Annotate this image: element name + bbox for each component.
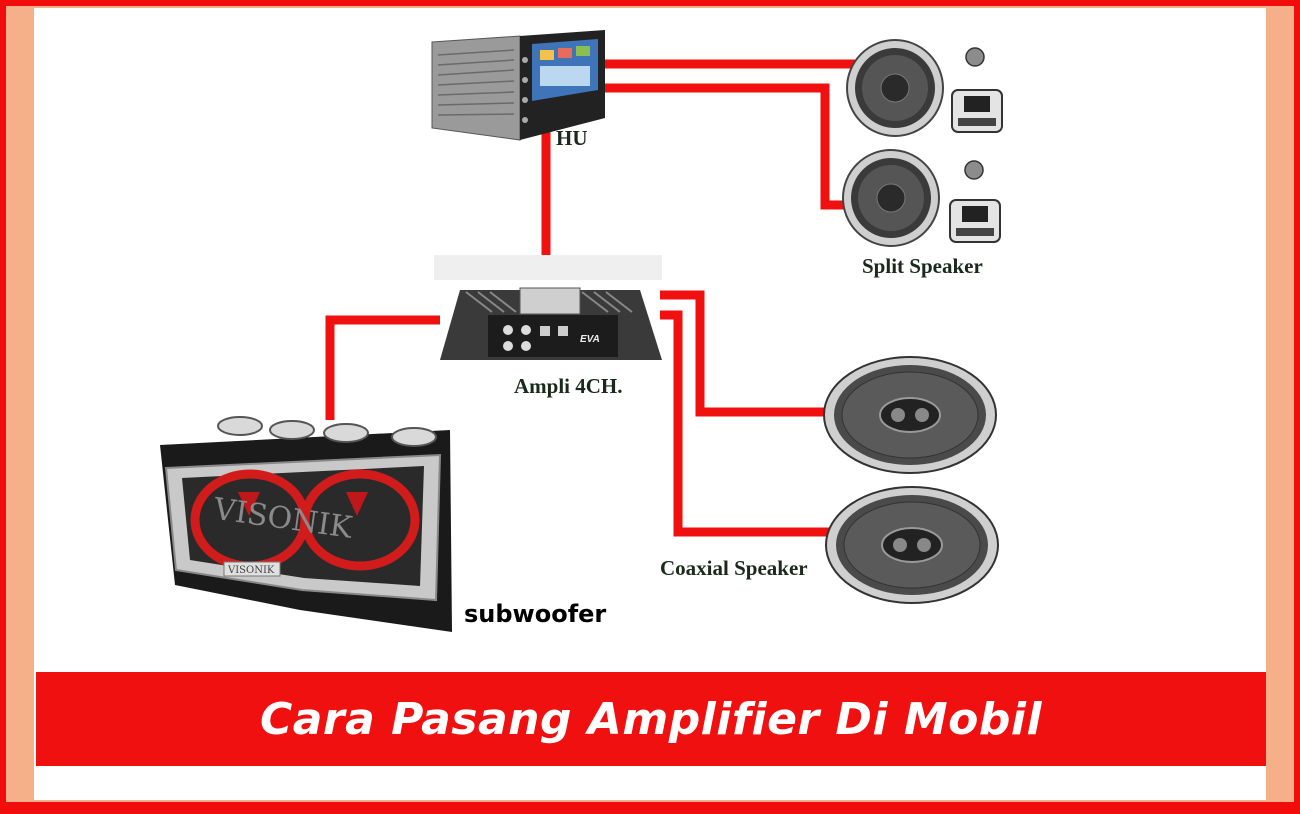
frame-content — [34, 8, 1266, 800]
subwoofer-box-icon: VISONIK VISONIK — [160, 416, 452, 632]
ampli-label: Ampli 4CH. — [514, 374, 623, 398]
wires — [325, 59, 855, 537]
hu-label: HU — [556, 126, 588, 150]
coaxial-speaker-label: Coaxial Speaker — [660, 556, 808, 580]
car-head-unit-icon — [431, 30, 605, 141]
split-speaker-top — [846, 39, 1003, 137]
split-speaker-bottom — [842, 149, 1001, 247]
wire-amp-to-coax-top — [660, 290, 830, 417]
coaxial-speaker-top — [823, 356, 997, 474]
coaxial-speaker-bottom — [825, 486, 999, 604]
subwoofer-label: subwoofer — [464, 600, 607, 628]
split-speaker-label: Split Speaker — [862, 254, 983, 278]
wire-amp-to-sub — [325, 315, 440, 420]
wire-amp-to-coax-bottom — [660, 310, 830, 537]
amplifier-brand-text: EVA — [580, 334, 600, 345]
split-speaker-icon — [842, 39, 1003, 247]
title-banner — [36, 672, 1266, 766]
wire-hu-to-split-bottom — [600, 83, 855, 210]
subwoofer-brand-text-small: VISONIK — [227, 565, 275, 576]
coaxial-speaker-icon — [823, 356, 999, 604]
amplifier-icon: EVA — [434, 255, 662, 360]
page-title: Cara Pasang Amplifier Di Mobil — [259, 693, 1043, 745]
